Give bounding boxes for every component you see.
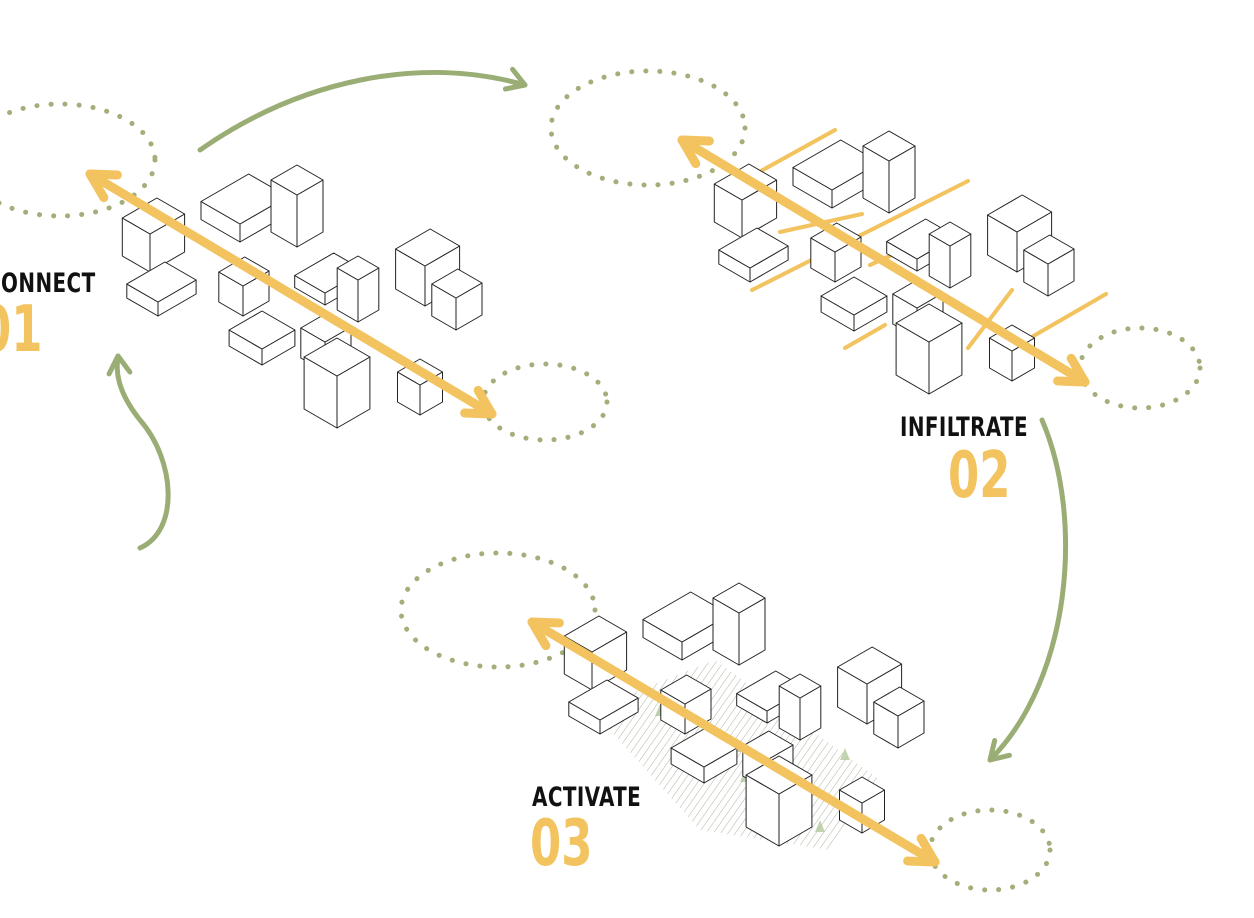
building-roof bbox=[712, 582, 766, 614]
building-roof bbox=[873, 686, 925, 717]
building-roof bbox=[568, 679, 639, 721]
stage-3-building-12 bbox=[745, 755, 813, 847]
cycle-arrow-1-to-2-curve bbox=[197, 70, 528, 153]
stage-2-building-2 bbox=[718, 227, 789, 283]
vegetation-mark-4 bbox=[840, 748, 850, 760]
stage-3-building-8 bbox=[778, 673, 822, 741]
building-roof bbox=[660, 674, 712, 705]
cycle-arrow-1-to-2-head bbox=[502, 66, 528, 92]
step-1-number: 01 bbox=[0, 293, 43, 367]
infiltration-line-1 bbox=[750, 128, 837, 178]
cycle-arrow-2-to-3 bbox=[987, 417, 1069, 763]
stage-3-building-3 bbox=[642, 591, 731, 661]
step-1-label: CONNECT bbox=[0, 268, 96, 299]
axis-arrow-1 bbox=[85, 169, 497, 419]
stage-3-building-4 bbox=[712, 582, 766, 666]
building-roof bbox=[718, 227, 789, 269]
infiltration-line-5 bbox=[843, 323, 887, 350]
axis-arrow-1-shaft bbox=[85, 169, 497, 419]
stage-3-building-2 bbox=[568, 679, 639, 735]
axis-arrow-2 bbox=[677, 135, 1090, 387]
cycle-arrow-1-to-2 bbox=[197, 66, 528, 153]
infiltration-line-7 bbox=[1028, 292, 1108, 340]
infiltration-line-3 bbox=[750, 179, 970, 292]
vegetation-mark-5 bbox=[815, 820, 825, 832]
cycle-arrow-2-to-3-head bbox=[987, 738, 1012, 763]
axis-arrow-3-head-start bbox=[527, 617, 564, 651]
axis-arrow-3-head-end bbox=[903, 833, 940, 867]
building-roof bbox=[228, 310, 296, 350]
cycle-arrow-2-to-3-curve bbox=[987, 417, 1069, 763]
boundary-zone-3a bbox=[398, 550, 598, 670]
cycle-arrow-3-to-1 bbox=[106, 353, 171, 551]
stage-2-building-12 bbox=[895, 303, 963, 395]
building-roof bbox=[431, 268, 483, 299]
building-roof bbox=[837, 646, 903, 685]
stage-1-building-6 bbox=[228, 310, 296, 366]
building-roof bbox=[862, 130, 916, 162]
step-2-number: 02 bbox=[948, 439, 1011, 513]
stage-2-building-6 bbox=[820, 276, 888, 332]
building-roof bbox=[563, 615, 628, 653]
building-roof bbox=[303, 337, 371, 377]
axis-arrow-3 bbox=[527, 617, 940, 867]
boundary-zone-3b bbox=[927, 807, 1053, 893]
axis-arrow-2-shaft bbox=[677, 135, 1090, 387]
stage-3-building-1 bbox=[563, 615, 628, 691]
axis-arrow-2-head-start bbox=[677, 135, 714, 169]
stage-2-building-4 bbox=[862, 130, 916, 214]
axis-arrow-3-shaft bbox=[527, 617, 940, 867]
infiltration-line-6 bbox=[966, 288, 1014, 350]
boundary-zone-2b bbox=[1077, 325, 1203, 411]
axis-arrow-1-head-start bbox=[85, 169, 122, 203]
building-roof bbox=[270, 164, 324, 196]
step-3-label: ACTIVATE bbox=[532, 782, 642, 813]
building-roof bbox=[395, 228, 461, 267]
step-2-label: INFILTRATE bbox=[900, 412, 1029, 443]
building-roof bbox=[126, 261, 197, 303]
axis-arrow-2-head-end bbox=[1053, 353, 1090, 387]
stage-2-building-10 bbox=[1023, 234, 1075, 297]
building-roof bbox=[336, 255, 380, 281]
stage-3-building-5 bbox=[660, 674, 712, 735]
axis-arrow-1-head-end bbox=[460, 385, 497, 419]
stage-2-building-8 bbox=[928, 221, 972, 289]
building-roof bbox=[778, 673, 822, 699]
stage-1-building-12 bbox=[303, 337, 371, 429]
building-roof bbox=[1023, 234, 1075, 265]
stage-1-building-5 bbox=[218, 256, 270, 317]
cycle-arrow-3-to-1-curve bbox=[114, 353, 171, 551]
building-roof bbox=[928, 221, 972, 247]
stage-1-building-4 bbox=[270, 164, 324, 248]
building-roof bbox=[895, 303, 963, 343]
building-roof bbox=[987, 194, 1053, 233]
boundary-zone-1a bbox=[0, 101, 158, 219]
building-roof bbox=[839, 776, 885, 804]
stage-3-building-10 bbox=[873, 686, 925, 749]
cycle-arrow-3-to-1-head bbox=[106, 353, 133, 377]
boundary-zone-1b bbox=[480, 361, 610, 443]
step-3-number: 03 bbox=[530, 807, 593, 881]
stage-1-building-10 bbox=[431, 268, 483, 331]
building-roof bbox=[820, 276, 888, 316]
boundary-zone-2a bbox=[548, 68, 748, 188]
stage-1-building-2 bbox=[126, 261, 197, 317]
stage-1-building-8 bbox=[336, 255, 380, 323]
